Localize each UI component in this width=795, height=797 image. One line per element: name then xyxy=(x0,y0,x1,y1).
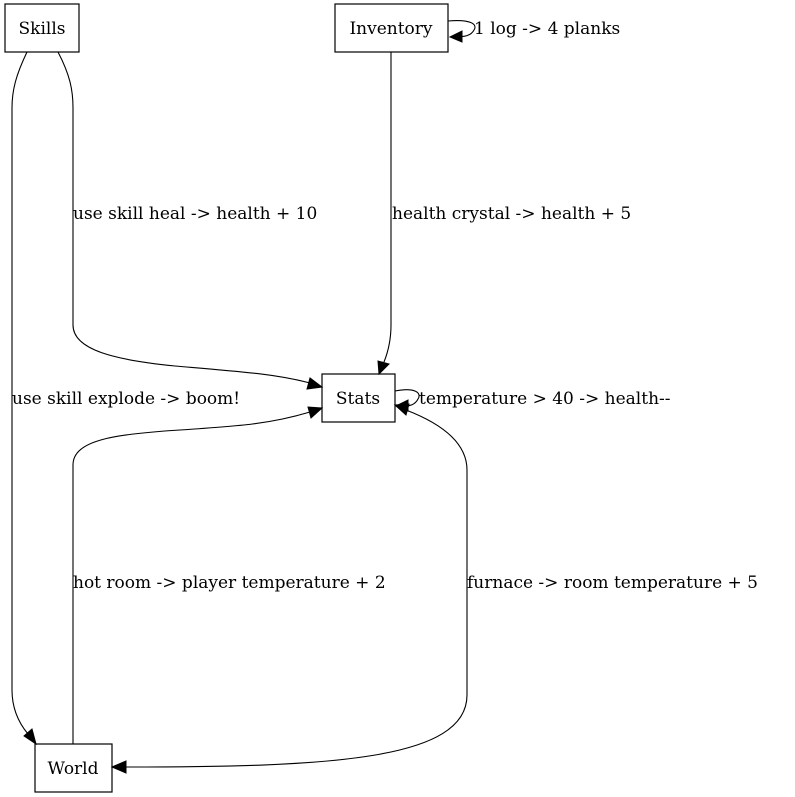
node-stats-label: Stats xyxy=(336,389,380,409)
edge-skills-world-label: use skill explode -> boom! xyxy=(12,389,240,409)
node-world-label: World xyxy=(48,759,99,779)
edge-stats-world: furnace -> room temperature + 5 xyxy=(110,403,758,774)
edge-skills-stats-label: use skill heal -> health + 10 xyxy=(73,204,317,224)
edge-skills-world: use skill explode -> boom! xyxy=(11,51,240,746)
edge-stats-self: temperature > 40 -> health-- xyxy=(394,389,671,412)
edge-world-stats: hot room -> player temperature + 2 xyxy=(72,406,386,744)
node-inventory[interactable]: Inventory xyxy=(334,3,449,53)
edge-inventory-stats: health crystal -> health + 5 xyxy=(377,52,631,376)
node-world[interactable]: World xyxy=(34,743,113,793)
edge-world-stats-label: hot room -> player temperature + 2 xyxy=(73,573,386,593)
edge-stats-self-label: temperature > 40 -> health-- xyxy=(419,389,671,409)
edge-inventory-stats-label: health crystal -> health + 5 xyxy=(392,204,631,224)
edge-inventory-self: 1 log -> 4 planks xyxy=(447,19,620,43)
edge-skills-stats: use skill heal -> health + 10 xyxy=(57,51,324,390)
node-stats[interactable]: Stats xyxy=(321,373,396,423)
node-skills[interactable]: Skills xyxy=(4,3,80,53)
node-skills-label: Skills xyxy=(19,19,66,39)
edge-stats-world-label: furnace -> room temperature + 5 xyxy=(467,573,758,593)
edge-inventory-self-label: 1 log -> 4 planks xyxy=(474,19,620,39)
node-inventory-label: Inventory xyxy=(349,19,432,39)
